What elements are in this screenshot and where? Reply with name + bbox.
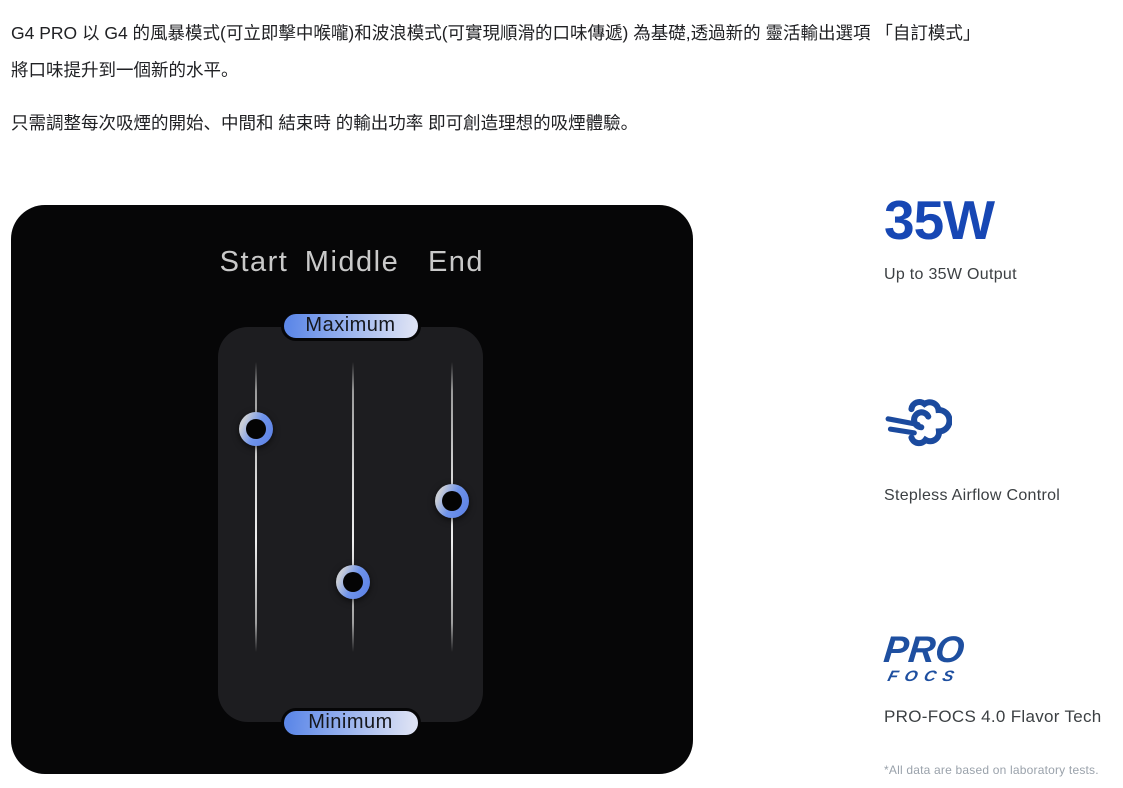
slider-knob-end[interactable]	[435, 484, 469, 519]
slider-knob-middle[interactable]	[336, 565, 370, 600]
intro-paragraph-1-line-1: G4 PRO 以 G4 的風暴模式(可立即擊中喉嚨)和波浪模式(可實現順滑的口味…	[11, 23, 981, 43]
slider-knob-start[interactable]	[239, 411, 273, 446]
slider-track-end[interactable]	[435, 362, 469, 652]
slider-track-middle[interactable]	[336, 362, 370, 652]
minimum-badge: Minimum	[280, 708, 421, 738]
intro-paragraph-1: G4 PRO 以 G4 的風暴模式(可立即擊中喉嚨)和波浪模式(可實現順滑的口味…	[11, 15, 1116, 89]
intro-paragraph-1-line-2: 將口味提升到一個新的水平。	[11, 60, 239, 80]
column-label-end: End	[427, 246, 485, 278]
pro-focs-logo-bottom: FOCS	[885, 668, 963, 686]
custom-mode-panel: Start Middle End Maximum Minimum	[11, 205, 693, 774]
airflow-icon	[884, 396, 953, 452]
slider-card: Maximum Minimum	[218, 311, 483, 738]
intro-paragraph-2: 只需調整每次吸煙的開始、中間和 結束時 的輸出功率 即可創造理想的吸煙體驗。	[11, 113, 639, 133]
column-label-middle: Middle	[304, 246, 400, 278]
power-caption: Up to 35W Output	[884, 266, 1017, 283]
features-column: 35W Up to 35W Output Stepless Airflow Co…	[881, 0, 1123, 788]
slider-track-start[interactable]	[239, 362, 273, 652]
pro-focs-logo: PRO FOCS	[881, 629, 967, 685]
power-headline: 35W	[884, 189, 995, 251]
footnote: *All data are based on laboratory tests.	[884, 763, 1099, 777]
airflow-caption: Stepless Airflow Control	[884, 487, 1061, 504]
column-label-start: Start	[219, 246, 289, 278]
pro-focs-logo-top: PRO	[881, 629, 967, 670]
maximum-badge: Maximum	[280, 311, 421, 341]
flavor-caption: PRO-FOCS 4.0 Flavor Tech	[884, 707, 1102, 726]
